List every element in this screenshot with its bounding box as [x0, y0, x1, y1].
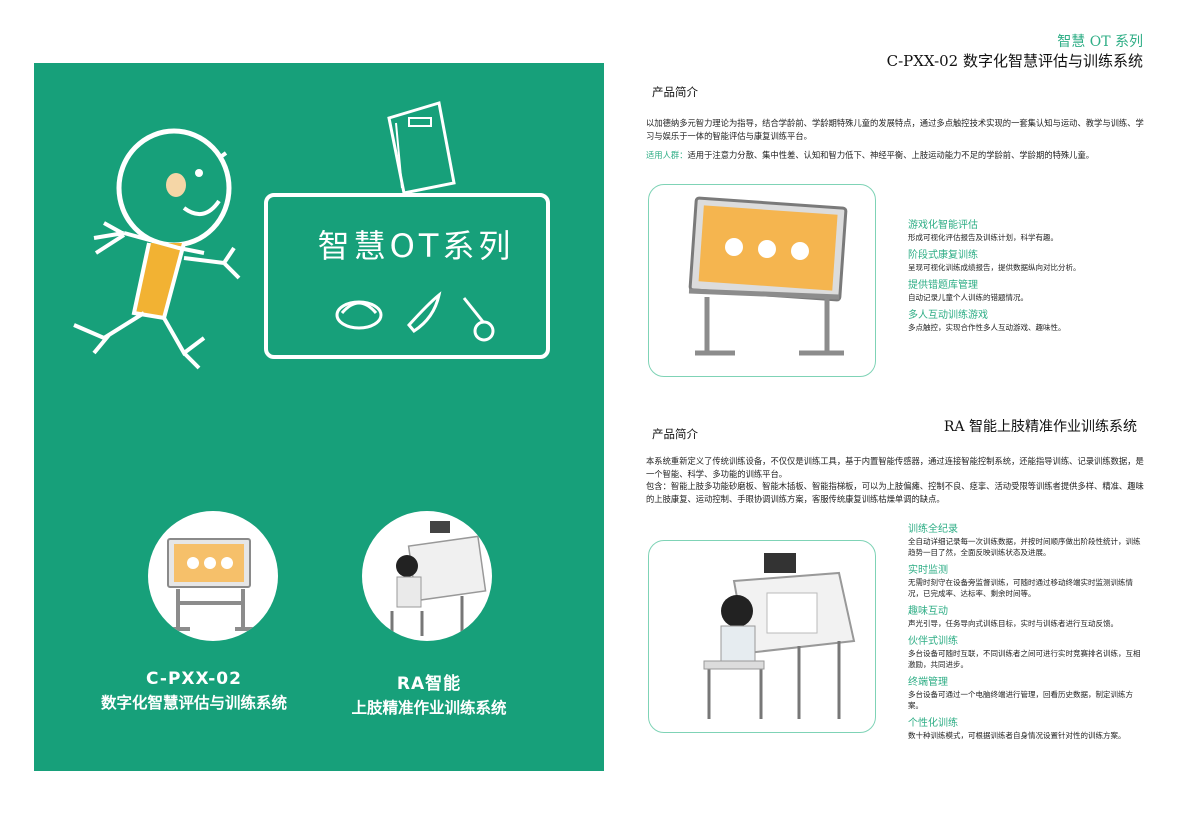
p2-feature-desc: 无需时刻守在设备旁监督训练，可随时通过移动终端实时监测训练情况，已完成率、达标率…: [908, 578, 1133, 598]
product1-photo: [648, 184, 876, 377]
product2-caption-name: 上肢精准作业训练系统: [351, 699, 507, 717]
product2-thumbnail: [362, 511, 492, 641]
target-text: 适用于注意力分散、集中性差、认知和智力低下、神经平衡、上肢运动能力不足的学龄前、…: [687, 150, 1095, 160]
p1-feature-desc: 多点触控，实现合作性多人互动游戏、趣味性。: [908, 323, 1066, 332]
series-label: 智慧 OT 系列: [1057, 34, 1143, 50]
product2-caption: RA智能 上肢精准作业训练系统: [324, 669, 534, 718]
p1-feature-title: 多人互动训练游戏: [908, 310, 988, 321]
banner-title: 智慧OT系列: [317, 227, 515, 265]
product2-intro-2: 包含：智能上肢多功能砂磨板、智能木插板、智能指梯板，可以为上肢偏瘫、控制不良、痉…: [646, 481, 1144, 504]
p1-feature-desc: 自动记录儿童个人训练的错题情况。: [908, 293, 1028, 302]
p1-feature-title: 游戏化智能评估: [908, 220, 978, 231]
p1-feature-title: 阶段式康复训练: [908, 250, 978, 261]
p2-feature-title: 训练全纪录: [908, 524, 958, 535]
product1-section-label: 产品简介: [652, 85, 698, 99]
product1-feature-list: 游戏化智能评估 形成可视化评估报告及训练计划，科学有趣。 阶段式康复训练 呈现可…: [908, 219, 1148, 339]
p2-feature-title: 趣味互动: [908, 606, 948, 617]
p1-feature-desc: 形成可视化评估报告及训练计划，科学有趣。: [908, 233, 1058, 242]
p2-feature-title: 实时监测: [908, 565, 948, 576]
p1-feature-desc: 呈现可视化训练成绩报告，提供数据纵向对比分析。: [908, 263, 1081, 272]
p2-feature-desc: 声光引导，任务导向式训练目标，实时与训练者进行互动反馈。: [908, 619, 1118, 628]
product2-intro-1: 本系统重新定义了传统训练设备，不仅仅是训练工具，基于内置智能传感器，通过连接智能…: [646, 456, 1144, 479]
p2-feature-title: 个性化训练: [908, 718, 958, 729]
doodle-illustration: [73, 101, 550, 370]
target-label: 适用人群：: [646, 150, 688, 160]
p1-feature-title: 提供错题库管理: [908, 280, 978, 291]
product1-caption-name: 数字化智慧评估与训练系统: [100, 694, 287, 712]
product1-caption: C-PXX-02 数字化智慧评估与训练系统: [74, 669, 314, 713]
product1-intro: 以加德纳多元智力理论为指导，结合学龄前、学龄期特殊儿童的发展特点，通过多点触控技…: [646, 118, 1144, 141]
product2-section-label: 产品简介: [652, 427, 698, 441]
product2-photo: [648, 540, 876, 733]
p2-feature-desc: 多台设备可随时互联，不同训练者之间可进行实时竞赛排名训练，互相激励，共同进步。: [908, 649, 1141, 669]
p2-feature-desc: 多台设备可通过一个电脑终端进行管理，回看历史数据，制定训练方案。: [908, 690, 1133, 710]
product1-caption-model: C-PXX-02: [146, 669, 242, 689]
product2-feature-list: 训练全纪录 全自动详细记录每一次训练数据，并按时间顺序做出阶段性统计，训练趋势一…: [908, 523, 1144, 747]
product1-target: 适用人群：适用于注意力分散、集中性差、认知和智力低下、神经平衡、上肢运动能力不足…: [646, 149, 1144, 162]
p2-feature-title: 伙伴式训练: [908, 636, 958, 647]
p2-feature-desc: 数十种训练模式，可根据训练者自身情况设置针对性的训练方案。: [908, 731, 1126, 740]
p2-feature-desc: 全自动详细记录每一次训练数据，并按时间顺序做出阶段性统计，训练趋势一目了然，全面…: [908, 537, 1141, 557]
product2-intro: 本系统重新定义了传统训练设备，不仅仅是训练工具，基于内置智能传感器，通过连接智能…: [646, 455, 1144, 505]
product2-caption-model: RA智能: [396, 674, 462, 694]
product1-thumbnail: [148, 511, 278, 641]
cover-panel: 智慧OT系列 C-PXX-02 数字化智慧评估与训练系统 RA智能 上肢精准作业…: [34, 63, 604, 771]
p2-feature-title: 终端管理: [908, 677, 948, 688]
product2-title: RA 智能上肢精准作业训练系统: [943, 419, 1137, 435]
product1-title: C-PXX-02 数字化智慧评估与训练系统: [886, 52, 1143, 70]
